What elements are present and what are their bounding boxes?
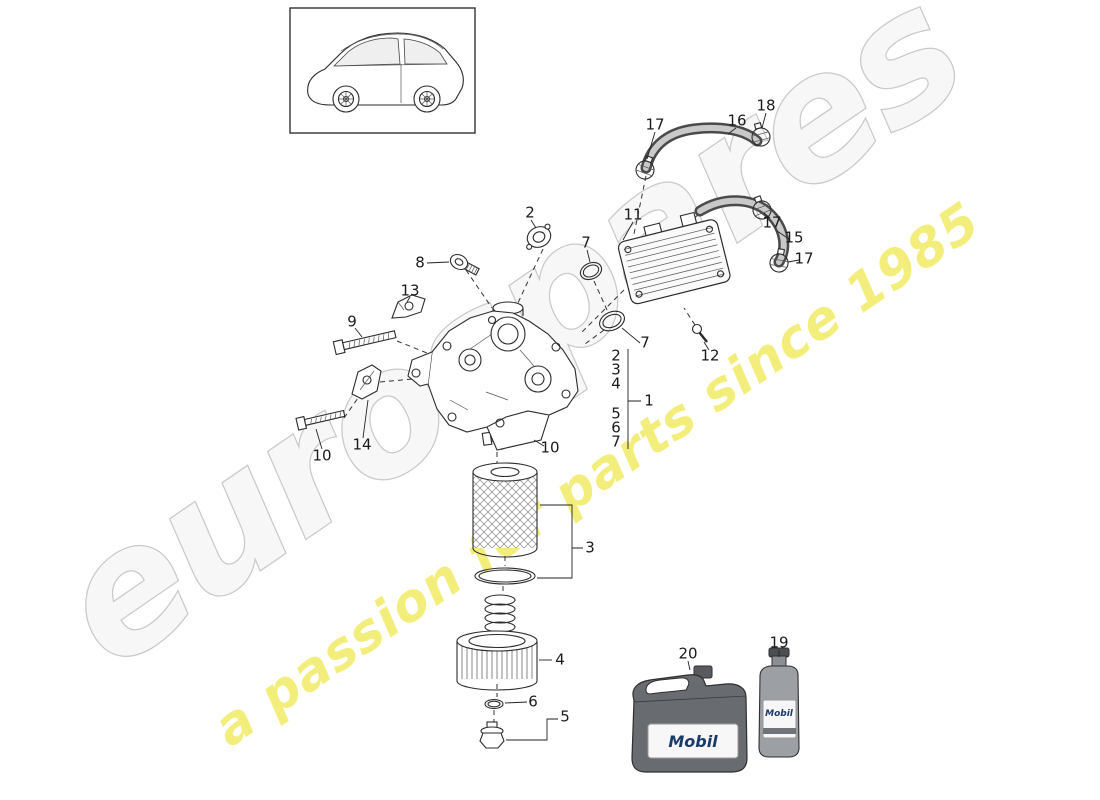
car-icon — [307, 32, 464, 113]
oil-bottle-drawing: Mobil — [758, 647, 800, 758]
spring-drawing — [484, 594, 516, 633]
oil-filter-element-drawing — [472, 462, 538, 558]
filter-o-ring-drawing — [474, 567, 536, 585]
seal-ring-2-drawing — [526, 223, 552, 250]
bracket-13-drawing — [391, 294, 426, 319]
oil-hose-lower-drawing — [694, 195, 790, 268]
o-ring-7b-drawing — [599, 310, 625, 332]
bolt-9-drawing — [332, 330, 397, 356]
hose-clamp-18-drawing — [751, 122, 771, 147]
vehicle-thumbnail — [289, 7, 476, 134]
drain-seal-6-drawing — [484, 698, 504, 710]
hose-clamp-17b-drawing — [752, 195, 772, 220]
oil-jug-drawing: Mobil — [631, 665, 748, 773]
bracket-14-drawing — [351, 364, 382, 400]
hose-clamp-17c-drawing — [769, 248, 789, 273]
oil-cooler-drawing — [617, 211, 731, 305]
bolt-10a-drawing — [295, 409, 346, 431]
screw-12-drawing — [691, 323, 708, 343]
plug-8-drawing — [449, 253, 480, 276]
bottle-brand-label: Mobil — [765, 709, 794, 719]
oil-hose-upper-drawing — [640, 122, 763, 174]
jug-brand-label: Mobil — [668, 732, 718, 751]
filter-bracket-drawing — [407, 301, 579, 451]
drain-plug-5-drawing — [479, 721, 505, 749]
callout-leader-lines — [315, 112, 800, 741]
filter-cap-drawing — [456, 630, 538, 691]
o-ring-7a-drawing — [579, 261, 603, 281]
